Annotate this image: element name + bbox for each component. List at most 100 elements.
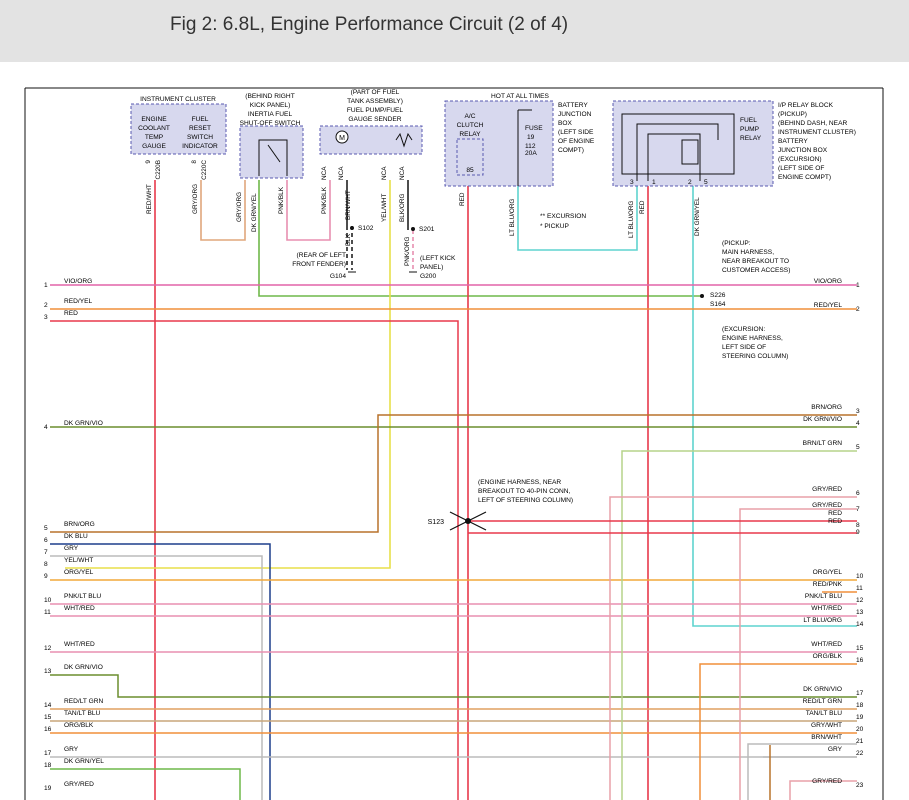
left-wire-label: RED [64,310,78,317]
right-number: 5 [856,444,860,451]
right-number: 4 [856,420,860,427]
svg-text:BOX: BOX [558,120,573,127]
svg-text:PUMP: PUMP [740,126,760,133]
svg-text:DK GRN/YEL: DK GRN/YEL [694,197,701,236]
svg-text:JUNCTION BOX: JUNCTION BOX [778,147,828,154]
svg-text:CUSTOMER ACCESS): CUSTOMER ACCESS) [722,267,790,274]
svg-text:TANK ASSEMBLY): TANK ASSEMBLY) [347,98,403,105]
fuel-pump-sender: (PART OF FUEL TANK ASSEMBLY) FUEL PUMP/F… [319,89,423,155]
left-number: 16 [44,726,52,733]
svg-text:20A: 20A [525,150,537,157]
right-number: 22 [856,750,864,757]
right-wire-label: PNK/LT BLU [805,593,842,600]
right-wire-label: GRY/RED [812,778,842,785]
left-number: 12 [44,645,52,652]
svg-text:DK GRN/YEL: DK GRN/YEL [251,193,258,232]
left-wire-label: RED/YEL [64,298,93,305]
right-number: 8 [856,522,860,529]
engine-harness-note-3: LEFT OF STEERING COLUMN) [478,497,573,504]
s123-label: S123 [428,519,444,526]
svg-text:STEERING COLUMN): STEERING COLUMN) [722,353,788,360]
left-wire-label: WHT/RED [64,605,95,612]
svg-text:NCA: NCA [321,166,328,180]
left-number: 15 [44,714,52,721]
right-number: 3 [856,408,860,415]
svg-text:FUSE: FUSE [525,125,543,132]
svg-text:BLK: BLK [345,233,352,246]
svg-text:2: 2 [688,179,692,186]
right-wire-label: DK GRN/VIO [803,686,842,693]
svg-text:LEFT SIDE OF: LEFT SIDE OF [722,344,766,351]
left-number: 17 [44,750,52,757]
right-number: 20 [856,726,864,733]
svg-text:5: 5 [704,179,708,186]
svg-text:KICK PANEL): KICK PANEL) [250,102,291,109]
svg-text:112: 112 [525,143,536,150]
right-wire-label: RED [828,518,842,525]
vertical-wire-labels: RED/WHT GRY/ORG GRY/ORG DK GRN/YEL PNK/B… [146,166,701,266]
left-number: 18 [44,762,52,769]
left-wire-label: ORG/YEL [64,569,94,576]
right-number: 23 [856,782,864,789]
svg-text:INERTIA FUEL: INERTIA FUEL [248,111,293,118]
wire-lt-blu-org [517,185,638,251]
left-number: 5 [44,525,48,532]
figure-header: Fig 2: 6.8L, Engine Performance Circuit … [0,0,909,62]
right-number: 15 [856,645,864,652]
relay-block: FUEL PUMP RELAY I/P RELAY BLOCK (PICKUP)… [612,100,856,187]
svg-text:19: 19 [527,134,535,141]
legend-pickup: * PICKUP [540,223,570,230]
right-number: 19 [856,714,864,721]
right-wire-label: RED/YEL [814,302,843,309]
engine-harness-note-2: BREAKOUT TO 40-PIN CONN, [478,488,571,495]
right-wire-label: BRN/ORG [811,404,842,411]
svg-text:S102: S102 [358,225,374,232]
svg-text:S226: S226 [710,292,726,299]
right-number: 17 [856,690,864,697]
left-number: 6 [44,537,48,544]
svg-text:JUNCTION: JUNCTION [558,111,592,118]
svg-text:INSTRUMENT CLUSTER): INSTRUMENT CLUSTER) [778,129,856,136]
right-wire-label: TAN/LT BLU [806,710,843,717]
svg-text:I/P RELAY BLOCK: I/P RELAY BLOCK [778,102,834,109]
svg-text:S164: S164 [710,301,726,308]
right-number: 18 [856,702,864,709]
left-wire-label: YEL/WHT [64,557,93,564]
svg-text:1: 1 [652,179,656,186]
left-number: 2 [44,302,48,309]
svg-text:BRN/WHT: BRN/WHT [345,190,352,220]
right-wire-label: ORG/YEL [813,569,843,576]
svg-text:C220C: C220C [201,160,208,180]
left-wire-label: DK BLU [64,533,88,540]
svg-text:CLUTCH: CLUTCH [457,122,484,129]
svg-text:FUEL: FUEL [192,116,209,123]
svg-text:RESET: RESET [189,125,211,132]
left-wire-label: WHT/RED [64,641,95,648]
svg-text:NCA: NCA [399,166,406,180]
svg-text:RELAY: RELAY [459,131,481,138]
engine-harness-note-1: (ENGINE HARNESS, NEAR [478,479,561,486]
svg-text:RED: RED [459,192,466,206]
svg-text:MAIN HARNESS,: MAIN HARNESS, [722,249,774,256]
svg-text:FUEL PUMP/FUEL: FUEL PUMP/FUEL [347,107,404,114]
splices-grounds: S102 S201 (REAR OF LEFT FRONT FENDER) G1… [292,225,790,360]
svg-text:GAUGE: GAUGE [142,143,166,150]
left-number: 14 [44,702,52,709]
left-number: 4 [44,424,48,431]
svg-text:S201: S201 [419,226,435,233]
legend-excursion: ** EXCURSION [540,213,586,220]
svg-text:(LEFT SIDE: (LEFT SIDE [558,129,594,136]
right-number: 16 [856,657,864,664]
left-number: 7 [44,549,48,556]
left-number: 10 [44,597,52,604]
right-wire-label: RED/LT GRN [803,698,843,705]
svg-text:ENGINE: ENGINE [141,116,167,123]
svg-text:INDICATOR: INDICATOR [182,143,218,150]
svg-text:ENGINE COMPT): ENGINE COMPT) [778,174,831,181]
left-number: 9 [44,573,48,580]
motor-symbol: M [339,135,345,142]
svg-text:PANEL): PANEL) [420,264,443,271]
svg-text:NCA: NCA [338,166,345,180]
right-wire-label: RED [828,510,842,517]
